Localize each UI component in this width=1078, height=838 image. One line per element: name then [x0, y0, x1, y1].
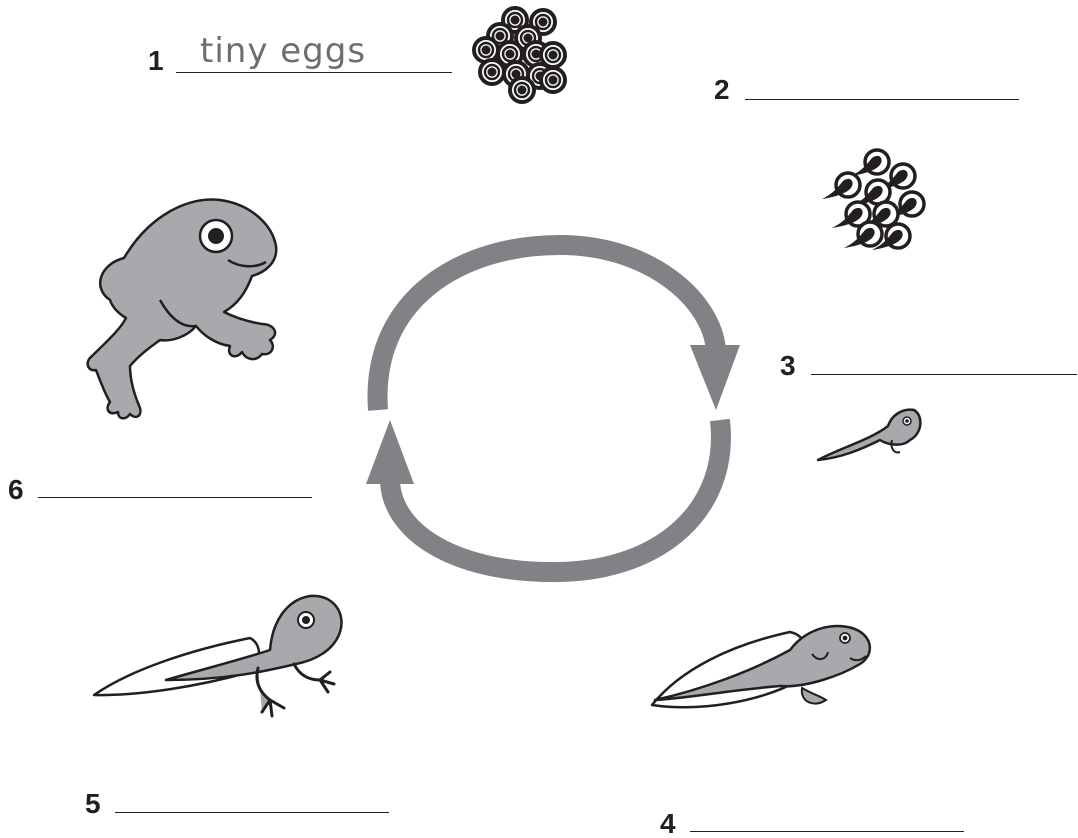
cycle-arrow-right	[378, 245, 740, 410]
eggs-illustration	[474, 8, 565, 102]
answer-line-2[interactable]	[745, 99, 1019, 100]
label-number-4: 4	[660, 810, 676, 838]
tadpole-with-legs-illustration	[94, 596, 342, 716]
answer-line-1[interactable]	[176, 72, 452, 73]
tadpole-illustration	[652, 626, 870, 707]
answer-line-4[interactable]	[690, 831, 964, 832]
label-number-3: 3	[780, 352, 796, 380]
answer-line-6[interactable]	[38, 497, 312, 498]
answer-line-5[interactable]	[115, 812, 389, 813]
hatching-eggs-illustration	[822, 150, 924, 250]
label-number-1: 1	[148, 47, 164, 75]
label-number-2: 2	[714, 76, 730, 104]
young-frog-illustration	[88, 199, 277, 418]
label-number-6: 6	[8, 476, 24, 504]
cycle-arrow-left	[366, 420, 721, 572]
label-number-5: 5	[85, 790, 101, 818]
young-tadpole-illustration	[818, 410, 920, 460]
answer-text-1: tiny eggs	[200, 34, 366, 68]
answer-line-3[interactable]	[811, 374, 1077, 375]
